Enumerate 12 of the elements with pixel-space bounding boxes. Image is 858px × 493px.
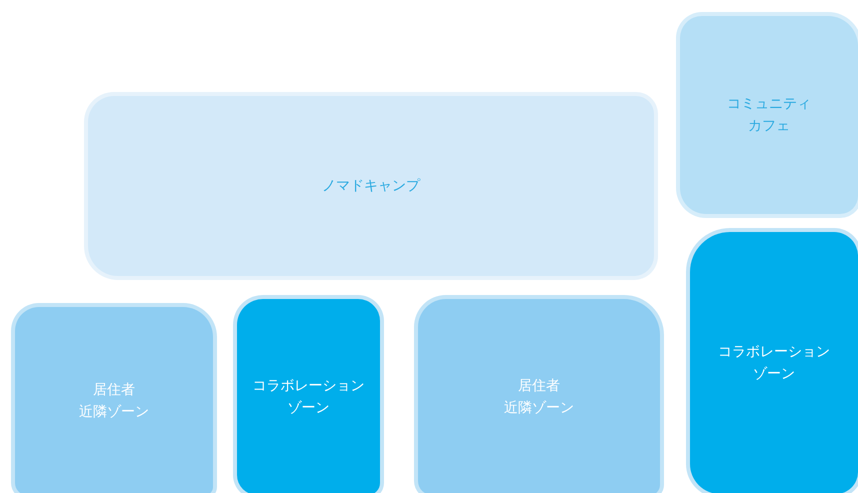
zone-block: [418, 299, 660, 493]
zone-block: [15, 307, 213, 493]
zone-label: コミュニティカフェ: [727, 95, 811, 136]
zone-label: 居住者近隣ゾーン: [79, 381, 149, 422]
zone-block: [690, 232, 858, 493]
zone-block: [237, 299, 380, 493]
zone-label: 居住者近隣ゾーン: [504, 377, 574, 418]
zone-block: [680, 16, 858, 214]
zone-label: ノマドキャンプ: [322, 177, 420, 196]
zone-block: [88, 96, 654, 276]
zone-label: コラボレーションゾーン: [718, 343, 830, 384]
zone-label: コラボレーションゾーン: [252, 377, 364, 418]
